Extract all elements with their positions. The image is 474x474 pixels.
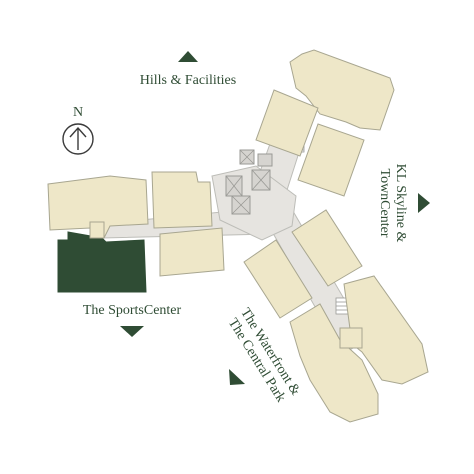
label-sportscenter[interactable]: The SportsCenter bbox=[83, 303, 182, 318]
label-kl-skyline-line2: TownCenter bbox=[377, 168, 392, 237]
label-kl-skyline[interactable]: KL Skyline & TownCenter bbox=[377, 164, 408, 243]
compass: N bbox=[62, 105, 94, 155]
compass-north-letter: N bbox=[73, 105, 83, 120]
label-kl-skyline-line1: KL Skyline & bbox=[393, 164, 408, 243]
west-wing-unit-1[interactable] bbox=[47, 175, 149, 239]
south-wing-unit-1[interactable] bbox=[291, 209, 363, 287]
west-wing-unit-2[interactable] bbox=[151, 171, 213, 229]
west-wing-unit-5[interactable] bbox=[89, 221, 105, 239]
arrow-up-icon[interactable] bbox=[178, 51, 198, 62]
lift-core bbox=[225, 149, 273, 215]
west-wing-unit-4[interactable] bbox=[159, 227, 225, 277]
north-arrow-icon bbox=[62, 123, 94, 155]
arrow-right-icon[interactable] bbox=[418, 193, 430, 213]
north-wing-unit-2[interactable] bbox=[255, 89, 319, 157]
arrow-down-icon[interactable] bbox=[120, 326, 144, 337]
north-wing-unit-1[interactable] bbox=[289, 49, 395, 131]
label-hills-facilities[interactable]: Hills & Facilities bbox=[140, 73, 236, 88]
arrow-down-left-icon[interactable] bbox=[229, 369, 245, 385]
west-wing-unit-3[interactable] bbox=[57, 231, 147, 293]
lift-shaft bbox=[257, 153, 273, 167]
south-wing-unit-4[interactable] bbox=[289, 303, 379, 423]
south-wing-unit-5[interactable] bbox=[339, 327, 363, 349]
north-wing-unit-3[interactable] bbox=[297, 123, 365, 197]
south-wing-unit-2[interactable] bbox=[243, 239, 313, 319]
